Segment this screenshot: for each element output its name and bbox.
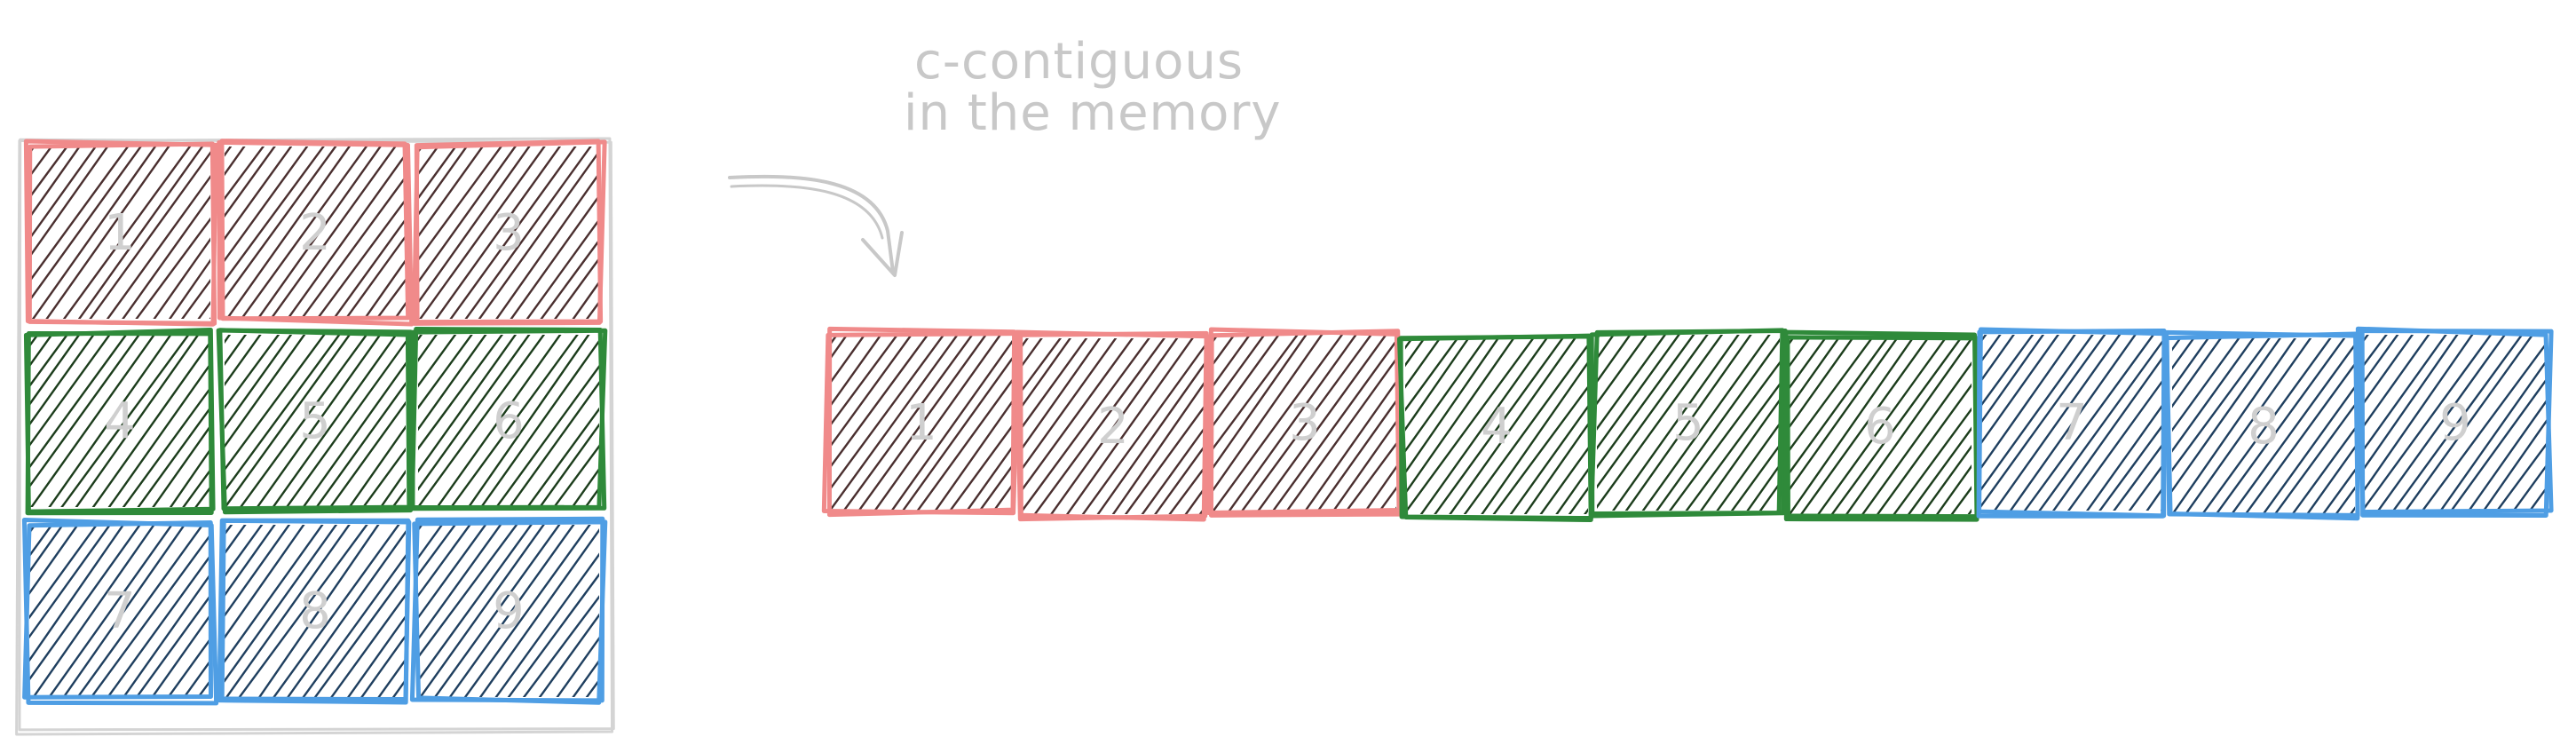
- memory-cell-5: 5: [1589, 328, 1788, 519]
- cell-label: 7: [104, 583, 136, 640]
- caption-line-2: in the memory: [904, 84, 1282, 142]
- caption: c-contiguous in the memory: [904, 33, 1282, 142]
- cell-label: 6: [493, 392, 525, 450]
- memory-cell-8: 8: [2164, 329, 2361, 521]
- cell-label: 1: [905, 394, 937, 452]
- memory-cell-3: 3: [1205, 327, 1403, 518]
- cell-label: 3: [1289, 394, 1321, 452]
- grid-cell-9: 9: [409, 516, 608, 705]
- cell-label: 6: [1864, 398, 1896, 456]
- cell-label: 4: [104, 392, 136, 450]
- cell-label: 3: [493, 204, 525, 262]
- grid-cell-8: 8: [217, 518, 412, 705]
- memory-cell-2: 2: [1014, 329, 1211, 522]
- grid-cell-3: 3: [411, 139, 607, 326]
- memory-cell-6: 6: [1783, 329, 1979, 522]
- cell-label: 7: [2056, 394, 2088, 452]
- caption-line-1: c-contiguous: [914, 33, 1244, 91]
- memory-strip: 1 2 3 4 5 6 7 8 9: [821, 326, 2554, 523]
- cell-label: 4: [1481, 398, 1513, 456]
- cell-label: 5: [1672, 394, 1704, 452]
- grid-cell-1: 1: [23, 139, 218, 327]
- grid-outline: [15, 137, 615, 736]
- curved-arrow-icon: [728, 174, 904, 277]
- memory-cell-7: 7: [1976, 327, 2168, 519]
- cell-label: 2: [1097, 398, 1129, 456]
- cell-label: 8: [299, 583, 331, 640]
- cell-label: 2: [299, 204, 331, 262]
- grid-cell-2: 2: [217, 139, 415, 327]
- cell-label: 9: [2439, 394, 2471, 452]
- grid-cell-7: 7: [21, 518, 219, 706]
- memory-cell-4: 4: [1396, 333, 1593, 523]
- grid-cell-5: 5: [216, 328, 414, 515]
- matrix-grid: 1 2 3 4 5 6 7 8 9: [21, 139, 608, 706]
- memory-cell-9: 9: [2355, 326, 2554, 518]
- cell-label: 9: [493, 583, 525, 640]
- grid-cell-4: 4: [23, 327, 216, 516]
- memory-cell-1: 1: [821, 326, 1022, 518]
- grid-cell-6: 6: [409, 327, 608, 511]
- cell-label: 1: [104, 204, 136, 262]
- cell-label: 8: [2248, 398, 2280, 456]
- cell-label: 5: [299, 392, 331, 450]
